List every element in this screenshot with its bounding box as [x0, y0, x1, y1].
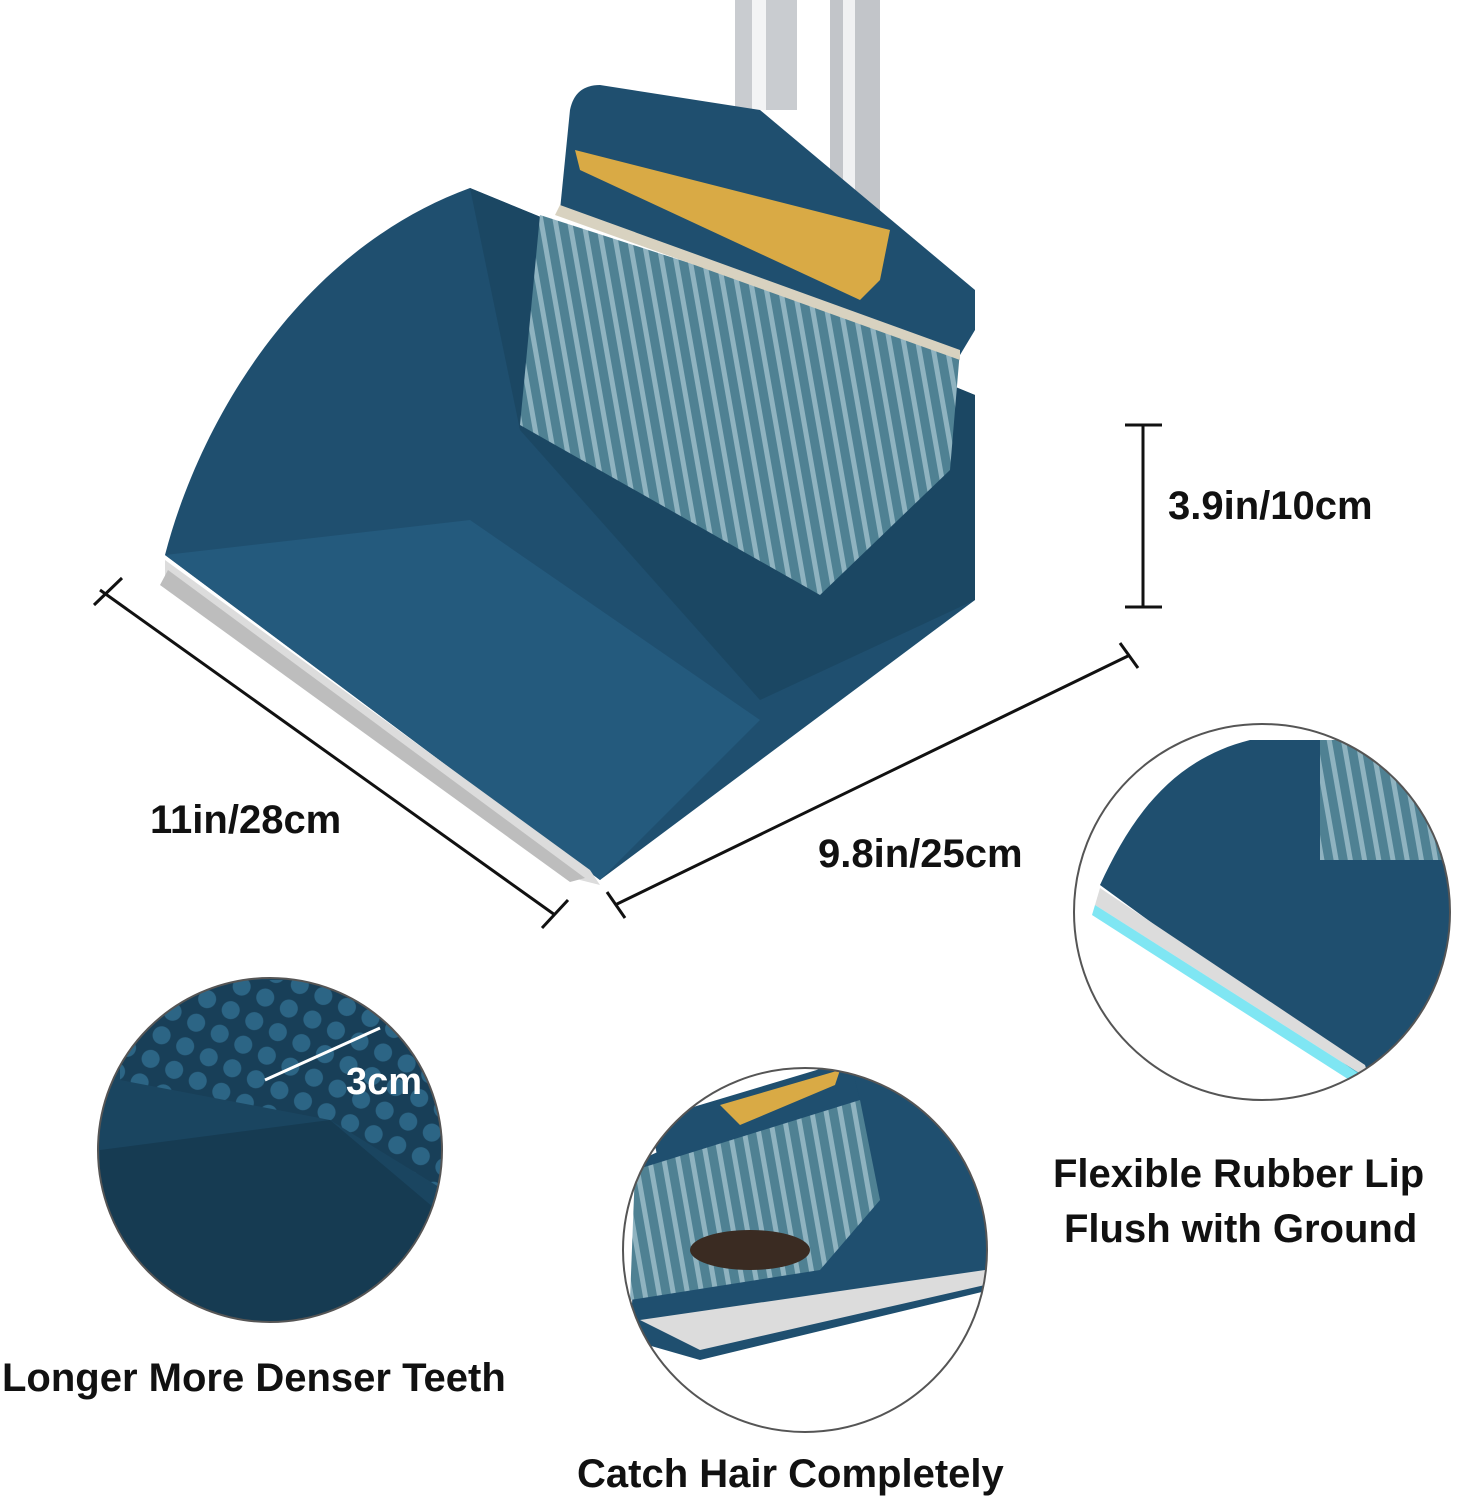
depth-dimension-label: 9.8in/25cm: [818, 832, 1023, 876]
dimension-lines: [92, 423, 1162, 930]
broom-head: [520, 85, 975, 595]
height-dimension-label: 3.9in/10cm: [1168, 484, 1373, 528]
hair-detail-circle: [622, 1067, 988, 1433]
lip-feature-caption-line2: Flush with Ground: [1064, 1207, 1418, 1251]
teeth-feature-caption: Longer More Denser Teeth: [2, 1356, 506, 1400]
teeth-spacing-label: 3cm: [346, 1061, 423, 1103]
hair-feature-caption: Catch Hair Completely: [577, 1452, 1004, 1496]
rubber-lip-detail-circle: [1073, 723, 1451, 1101]
lip-feature-caption-line1: Flexible Rubber Lip: [1053, 1152, 1425, 1196]
teeth-detail-circle: [97, 977, 443, 1323]
width-dimension-label: 11in/28cm: [150, 798, 342, 842]
